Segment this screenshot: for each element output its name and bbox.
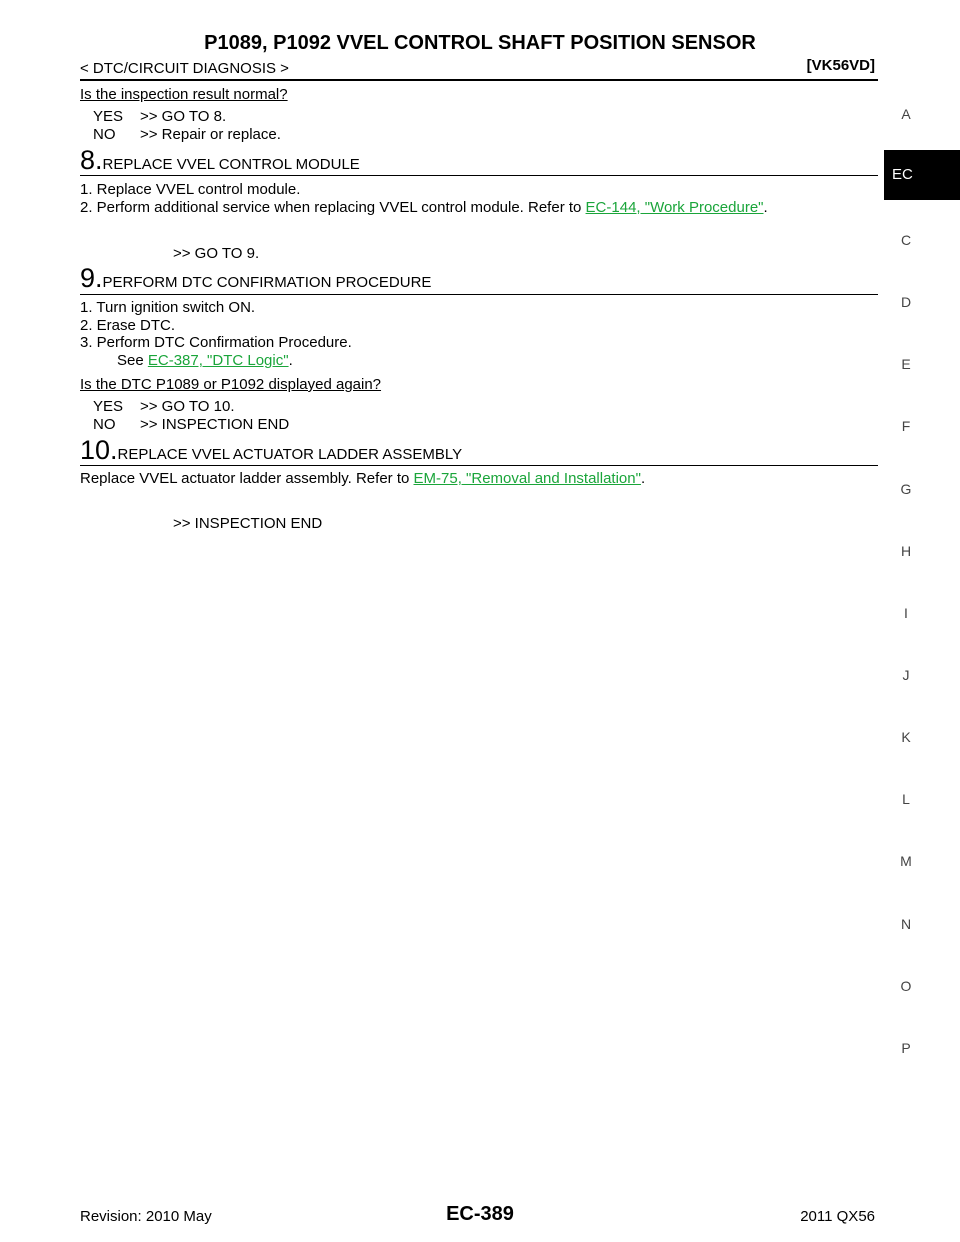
step-8-title: REPLACE VVEL CONTROL MODULE [102,156,360,173]
step-8-result: >> GO TO 9. [173,245,260,262]
step-9-line-3: 3. Perform DTC Confirmation Procedure. [80,334,352,351]
step-9-yes-result: >> GO TO 10. [140,398,235,415]
step-10-rule [80,465,878,466]
em-75-link[interactable]: EM-75, "Removal and Installation" [413,470,641,487]
step-8-number: 8. [80,145,103,175]
step-9-no-label: NO [93,416,116,433]
yes-result: >> GO TO 8. [140,108,227,125]
inspection-question: Is the inspection result normal? [80,86,288,103]
page-number: EC-389 [446,1203,514,1225]
step-8-rule [80,175,878,176]
step-9-line-4-end: . [288,352,293,369]
step-10-line-1-text: Replace VVEL actuator ladder assembly. R… [80,470,414,487]
step-10-result: >> INSPECTION END [173,515,323,532]
step-9-title: PERFORM DTC CONFIRMATION PROCEDURE [102,274,432,291]
no-label: NO [93,126,116,143]
step-9-line-4-text: See [117,352,148,369]
index-tab-c[interactable]: C [900,232,912,248]
step-9-line-4: See EC-387, "DTC Logic". [117,352,293,369]
index-tab-i[interactable]: I [904,605,908,621]
index-tab-g[interactable]: G [900,481,912,497]
step-9-rule [80,294,878,295]
index-tab-l[interactable]: L [902,791,910,807]
step-8-line-2-text: 2. Perform additional service when repla… [80,199,586,216]
index-tab-d[interactable]: D [900,294,912,310]
model-year: 2011 QX56 [800,1208,875,1225]
index-tab-h[interactable]: H [900,543,912,559]
ec-144-link[interactable]: EC-144, "Work Procedure" [585,199,764,216]
breadcrumb: < DTC/CIRCUIT DIAGNOSIS > [80,60,289,77]
step-9-number: 9. [80,263,103,293]
page-title: P1089, P1092 VVEL CONTROL SHAFT POSITION… [204,32,756,54]
dtc-question: Is the DTC P1089 or P1092 displayed agai… [80,376,382,393]
index-tab-e[interactable]: E [901,356,911,372]
step-9-line-1: 1. Turn ignition switch ON. [80,299,256,316]
index-tab-p[interactable]: P [901,1040,911,1056]
index-tab-k[interactable]: K [901,729,911,745]
step-8-heading: 8.REPLACE VVEL CONTROL MODULE [80,145,360,176]
index-tab-j[interactable]: J [902,667,910,683]
yes-label: YES [93,108,124,125]
header-rule [80,79,878,81]
step-10-line-1-end: . [640,470,646,487]
no-result: >> Repair or replace. [140,126,281,143]
step-8-line-2-end: . [763,199,768,216]
index-tab-n[interactable]: N [900,916,912,932]
index-tab-a[interactable]: A [901,106,911,122]
step-9-line-2: 2. Erase DTC. [80,317,176,334]
step-9-yes-label: YES [93,398,124,415]
step-10-line-1: Replace VVEL actuator ladder assembly. R… [80,470,645,487]
step-9-heading: 9.PERFORM DTC CONFIRMATION PROCEDURE [80,263,431,294]
step-8-line-1: 1. Replace VVEL control module. [80,181,301,198]
revision-date: Revision: 2010 May [80,1208,212,1225]
step-8-line-2: 2. Perform additional service when repla… [80,199,768,216]
index-tab-m[interactable]: M [900,853,912,869]
index-tab-ec[interactable]: EC [884,150,960,200]
index-tab-f[interactable]: F [901,418,911,434]
step-10-number: 10. [80,435,118,465]
model-code: [VK56VD] [806,57,875,74]
step-10-heading: 10.REPLACE VVEL ACTUATOR LADDER ASSEMBLY [80,435,462,466]
index-tab-o[interactable]: O [900,978,912,994]
ec-387-link[interactable]: EC-387, "DTC Logic" [147,352,289,369]
step-10-title: REPLACE VVEL ACTUATOR LADDER ASSEMBLY [117,446,463,463]
step-9-no-result: >> INSPECTION END [140,416,290,433]
